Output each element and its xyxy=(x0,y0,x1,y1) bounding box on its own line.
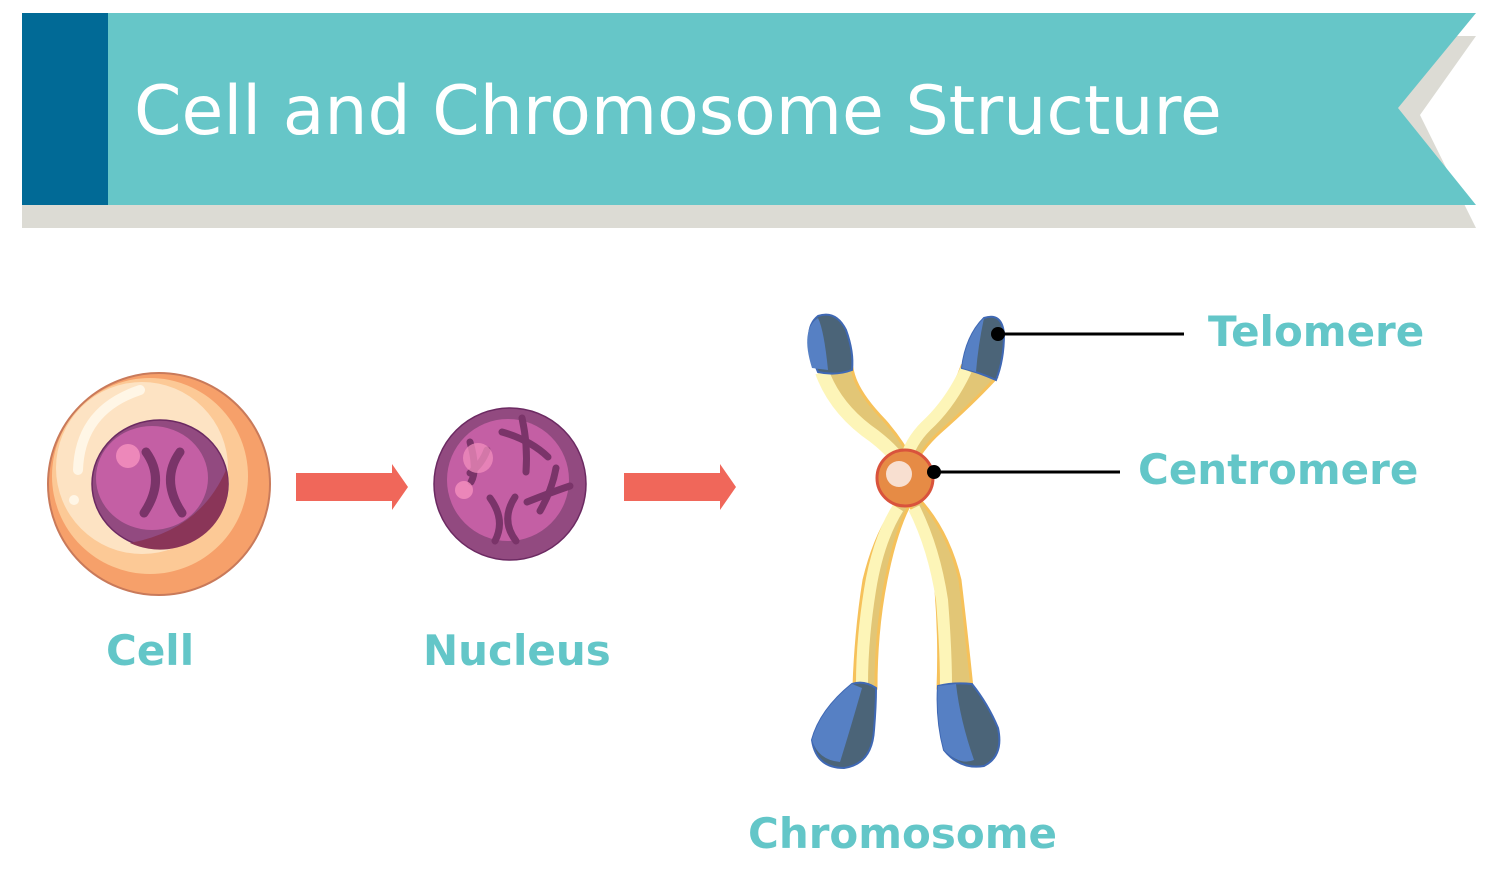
nucleus-nucleolus-large xyxy=(463,443,493,473)
centromere-pointer xyxy=(927,465,1120,479)
cell-illustration xyxy=(47,372,271,596)
cell-chromosome-shape xyxy=(139,447,187,518)
telomere-upper-left-light xyxy=(807,318,828,370)
cell-gloss-dot xyxy=(69,495,79,505)
cell-nucleolus xyxy=(116,444,140,468)
centromere-pointer-dot xyxy=(927,465,941,479)
cell-gloss xyxy=(73,385,145,475)
cell-nucleus-shadow xyxy=(130,470,229,550)
nucleus-label: Nucleus xyxy=(423,626,611,675)
chromatid-lower-left-highlight xyxy=(856,504,904,685)
telomere-lower-right-light xyxy=(937,684,974,762)
telomere-label: Telomere xyxy=(1208,307,1425,356)
telomere-pointer-dot xyxy=(991,327,1005,341)
arrow-cell-to-nucleus xyxy=(296,464,408,510)
title-banner xyxy=(22,13,1476,228)
arrow-nucleus-to-chromosome xyxy=(624,464,736,510)
cell-label: Cell xyxy=(106,626,195,675)
telomere-lower-left-light xyxy=(812,684,862,762)
banner-ribbon xyxy=(22,13,1476,205)
centromere-label: Centromere xyxy=(1138,445,1419,494)
chromatid-lower-right-highlight xyxy=(908,505,952,687)
page-title: Cell and Chromosome Structure xyxy=(134,72,1222,151)
centromere-core xyxy=(886,461,912,487)
nucleus-nucleolus-small xyxy=(455,481,473,499)
chromosome-illustration xyxy=(807,313,1006,770)
banner-accent-block xyxy=(22,13,108,205)
chromatid-upper-left-highlight xyxy=(815,369,906,467)
nucleus-illustration xyxy=(433,407,587,561)
chromosome-label: Chromosome xyxy=(748,809,1058,858)
telomere-pointer xyxy=(991,327,1184,341)
telomere-upper-right-light xyxy=(962,318,984,372)
